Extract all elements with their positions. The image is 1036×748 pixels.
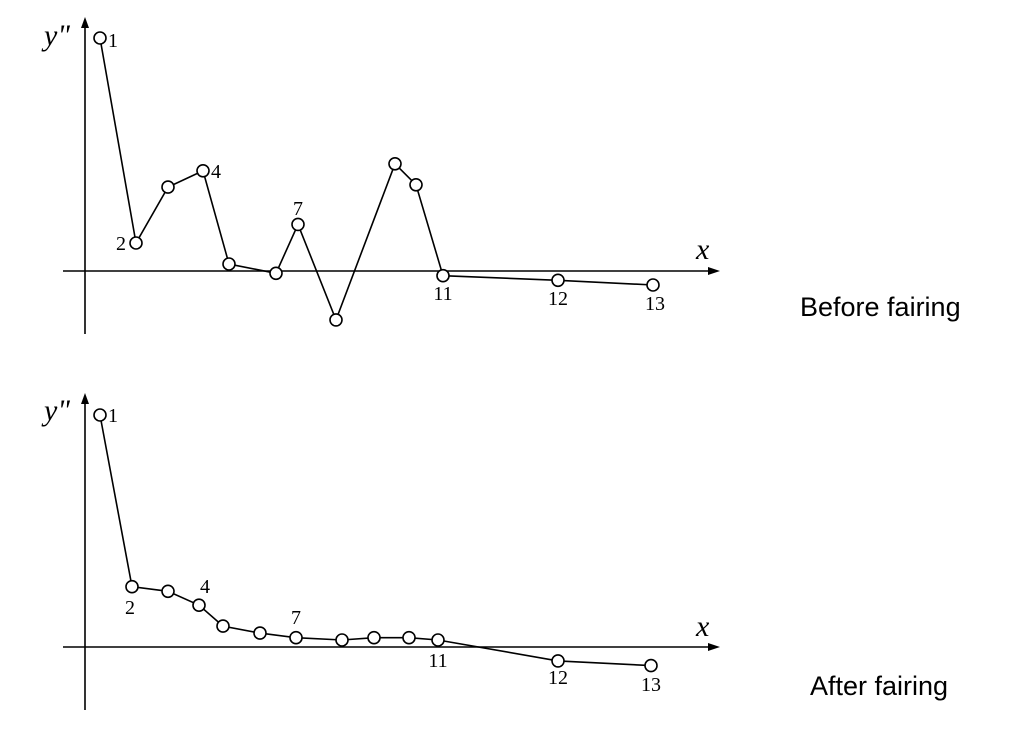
data-point-label: 2 — [116, 233, 126, 255]
data-point-label: 11 — [433, 283, 452, 305]
data-point-marker — [436, 268, 450, 283]
data-point-marker — [289, 630, 303, 645]
data-point-marker — [644, 658, 658, 673]
data-point-marker — [129, 236, 143, 250]
data-point-marker — [551, 654, 565, 668]
data-point-marker — [161, 584, 175, 599]
data-point-marker — [551, 273, 565, 288]
data-point-marker — [125, 579, 139, 594]
before-y-axis-label: y" — [41, 19, 70, 52]
after-y-axis-label: y" — [41, 394, 70, 427]
data-point-marker — [161, 180, 175, 194]
data-point-marker — [431, 633, 445, 647]
after-x-axis-arrowhead — [708, 643, 720, 651]
data-point-marker — [253, 626, 267, 640]
data-point-marker — [222, 257, 236, 271]
data-point-label: 7 — [293, 198, 303, 220]
after-y-axis-arrowhead — [81, 393, 89, 404]
data-point-label: 13 — [641, 674, 661, 696]
after-x-axis-label: x — [695, 610, 710, 643]
data-point-marker — [367, 630, 381, 645]
data-point-label: 2 — [125, 597, 135, 619]
before-fairing-caption: Before fairing — [800, 292, 961, 322]
after-fairing-caption: After fairing — [810, 671, 948, 701]
data-point-marker — [216, 619, 230, 633]
data-point-marker — [192, 598, 206, 613]
data-point-label: 11 — [428, 650, 447, 672]
data-point-marker — [93, 408, 107, 422]
data-point-marker — [196, 164, 210, 178]
data-point-marker — [291, 217, 305, 232]
after-data-line — [99, 414, 652, 667]
data-point-label: 12 — [548, 288, 568, 310]
data-point-label: 7 — [291, 607, 301, 629]
before-data-line — [99, 37, 654, 323]
data-point-marker — [329, 313, 343, 327]
data-point-marker — [269, 266, 283, 281]
data-point-label: 4 — [211, 161, 221, 183]
data-point-marker — [388, 157, 402, 171]
before-x-axis-arrowhead — [708, 267, 720, 275]
data-point-label: 1 — [108, 30, 118, 52]
data-point-label: 12 — [548, 667, 568, 689]
data-point-marker — [646, 278, 660, 292]
before-x-axis-label: x — [695, 233, 710, 266]
data-point-label: 4 — [200, 576, 210, 598]
data-point-marker — [409, 178, 423, 192]
data-point-label: 1 — [108, 405, 118, 427]
before-y-axis-arrowhead — [81, 17, 89, 28]
data-point-marker — [402, 630, 416, 645]
data-point-marker — [335, 633, 349, 647]
data-point-label: 13 — [645, 293, 665, 315]
data-point-marker — [93, 31, 107, 45]
